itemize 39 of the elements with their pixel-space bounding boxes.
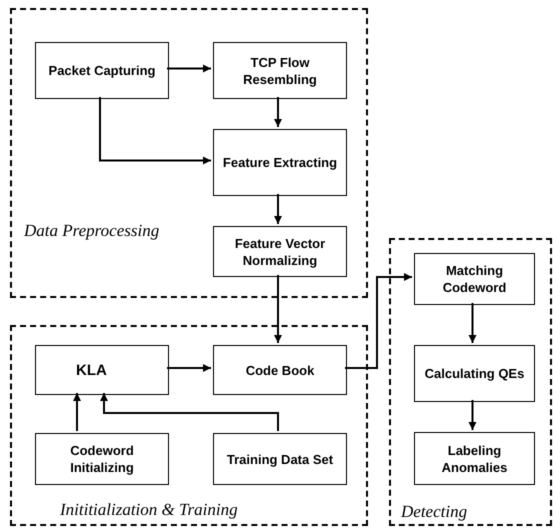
- process-box: [213, 129, 347, 196]
- box-label: Training Data Set: [226, 450, 334, 468]
- box-label: Calculating QEs: [424, 365, 526, 382]
- process-box: [213, 433, 347, 485]
- process-box: [414, 432, 535, 485]
- arrow: [345, 273, 412, 369]
- arrow: [167, 364, 211, 372]
- box-label: Code Book: [244, 362, 316, 378]
- group-label: Detecting: [401, 501, 468, 523]
- process-box: [35, 345, 169, 395]
- box-label: Matching Codeword: [442, 262, 508, 296]
- arrow: [167, 64, 211, 72]
- box-label: Feature Vector Normalizing: [234, 234, 326, 268]
- box-label: TCP Flow Resembling: [242, 54, 318, 88]
- arrow: [468, 400, 476, 430]
- arrow: [274, 97, 282, 127]
- process-box: [414, 345, 535, 402]
- group-frame: [10, 325, 368, 526]
- process-box: [35, 42, 169, 99]
- group-frame: [10, 8, 368, 298]
- arrow: [468, 303, 476, 343]
- box-label: Packet Capturing: [48, 62, 156, 79]
- group-label: Data Preprocessing: [24, 220, 160, 242]
- box-label: KLA: [76, 362, 107, 378]
- arrow: [274, 194, 282, 224]
- box-label: Labeling Anomalies: [440, 442, 508, 476]
- process-box: [213, 345, 347, 395]
- box-label: Codeword Initializing: [69, 442, 135, 476]
- process-box: [213, 226, 347, 277]
- group-label: Inititialization & Training: [60, 499, 238, 521]
- process-box: [414, 253, 535, 305]
- box-label: Feature Extracting: [222, 154, 338, 171]
- arrow: [100, 393, 279, 431]
- arrow: [274, 275, 282, 343]
- group-frame: [389, 238, 552, 526]
- arrow: [99, 97, 211, 164]
- process-box: [35, 433, 169, 485]
- process-box: [213, 42, 347, 99]
- arrow: [73, 393, 81, 431]
